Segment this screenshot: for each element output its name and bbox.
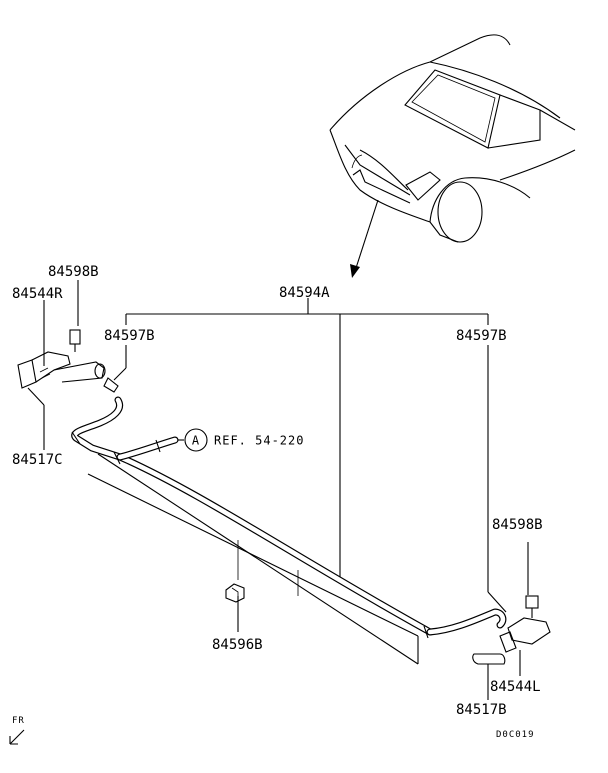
label-84596B: 84596B bbox=[212, 637, 263, 653]
fr-label: FR bbox=[12, 716, 25, 726]
label-84594A: 84594A bbox=[279, 285, 330, 301]
right-nozzle-assembly bbox=[472, 595, 551, 665]
vehicle-illustration bbox=[329, 34, 576, 243]
label-84597B-left: 84597B bbox=[104, 328, 155, 344]
left-nozzle-assembly bbox=[17, 329, 119, 393]
label-84517C: 84517C bbox=[12, 452, 63, 468]
drawing-code: D0C019 bbox=[496, 730, 535, 740]
pointer-arrow bbox=[350, 199, 379, 278]
ref-text: REF. 54-220 bbox=[214, 434, 304, 448]
leader-lines bbox=[27, 280, 529, 700]
front-direction-marker: FR bbox=[9, 716, 25, 745]
washer-hose bbox=[71, 396, 507, 639]
hose-clip bbox=[225, 583, 245, 603]
label-84598B-left: 84598B bbox=[48, 264, 99, 280]
part-labels: 84598B 84544R 84594A 84597B 84597B 84517… bbox=[12, 264, 543, 718]
ref-callout: A REF. 54-220 bbox=[184, 428, 304, 452]
label-84544R: 84544R bbox=[12, 286, 63, 302]
front-arrow-icon bbox=[9, 729, 25, 745]
label-84517B: 84517B bbox=[456, 702, 507, 718]
label-84597B-right: 84597B bbox=[456, 328, 507, 344]
label-84544L: 84544L bbox=[490, 679, 541, 695]
ref-letter: A bbox=[192, 434, 200, 448]
label-84598B-right: 84598B bbox=[492, 517, 543, 533]
bumper-plane bbox=[87, 453, 419, 665]
